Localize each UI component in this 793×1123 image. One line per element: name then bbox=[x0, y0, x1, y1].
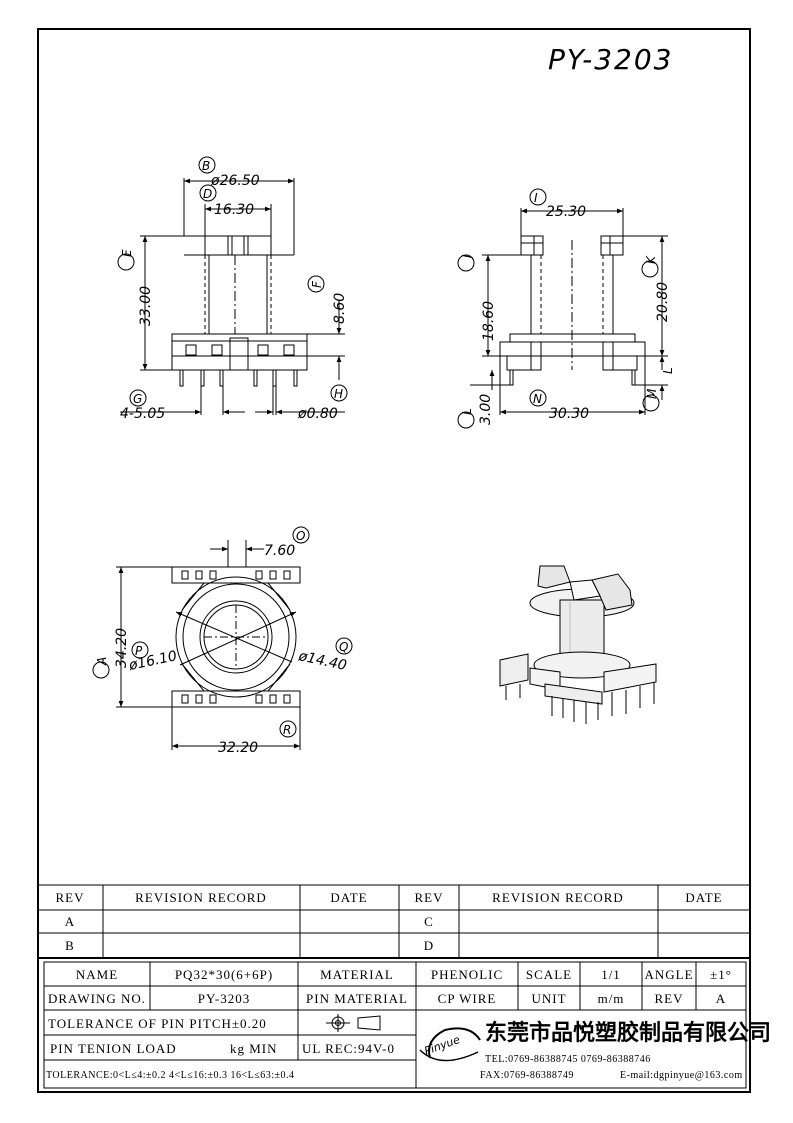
label-g: G bbox=[133, 392, 142, 406]
company-logo: Pinyue bbox=[423, 1033, 462, 1058]
rev-label: REV bbox=[655, 991, 684, 1006]
rev-b: B bbox=[65, 938, 75, 953]
title-block: NAME PQ32*30(6+6P) MATERIAL PHENOLIC SCA… bbox=[48, 967, 732, 1056]
dim-d: 16.30 bbox=[214, 202, 254, 218]
front-view bbox=[117, 156, 348, 415]
revision-table: REV REVISION RECORD DATE REV REVISION RE… bbox=[56, 890, 722, 953]
dim-e: 33.00 bbox=[138, 286, 154, 326]
pin-tension-load: PIN TENION LOAD bbox=[50, 1041, 177, 1056]
rev-header-2: REV bbox=[415, 890, 444, 905]
pin-tension-unit: kg MIN bbox=[230, 1041, 278, 1056]
label-q: Q bbox=[339, 640, 348, 654]
rev-header-1: REV bbox=[56, 890, 85, 905]
front-view-labels: B ø26.50 D 16.30 E 33.00 F 8.60 G 4-5.05… bbox=[120, 159, 348, 422]
dim-f: 8.60 bbox=[332, 293, 348, 324]
title-block-grid bbox=[38, 884, 750, 1089]
side-view-labels: I 25.30 J 18.60 K 20.80 L N 30.30 M L 3.… bbox=[460, 191, 675, 425]
tolerance-range: TOLERANCE:0<L≤4:±0.2 4<L≤16:±0.3 16<L≤63… bbox=[46, 1070, 295, 1081]
tolerance-pin-pitch: TOLERANCE OF PIN PITCH±0.20 bbox=[48, 1016, 267, 1031]
rev-a: A bbox=[65, 914, 75, 929]
label-p: P bbox=[135, 644, 143, 658]
label-m: M bbox=[645, 388, 659, 399]
unit-label: UNIT bbox=[531, 991, 566, 1006]
rev-c: C bbox=[424, 914, 434, 929]
drawing-frame bbox=[37, 28, 751, 1093]
dim-r: 32.20 bbox=[218, 740, 258, 756]
ul-rec: UL REC:94V-0 bbox=[302, 1041, 395, 1056]
label-d: D bbox=[203, 187, 212, 201]
revision-record-header-2: REVISION RECORD bbox=[492, 890, 624, 905]
dim-j: 18.60 bbox=[481, 301, 497, 341]
isometric-view bbox=[499, 565, 657, 724]
date-header-1: DATE bbox=[330, 890, 367, 905]
rev-value: A bbox=[716, 991, 726, 1006]
company-name: 东莞市品悦塑胶制品有限公司 bbox=[485, 1020, 771, 1046]
name-label: NAME bbox=[76, 967, 118, 982]
company-fax: FAX:0769-86388749 bbox=[480, 1070, 574, 1081]
bottom-view bbox=[92, 526, 353, 750]
drawing-no-value: PY-3203 bbox=[198, 991, 251, 1006]
dim-k: 20.80 bbox=[655, 282, 671, 322]
material-value: PHENOLIC bbox=[431, 967, 503, 982]
date-header-2: DATE bbox=[685, 890, 722, 905]
label-l-side: L bbox=[661, 367, 675, 374]
label-k: K bbox=[644, 255, 658, 264]
part-number: PY-3203 bbox=[548, 43, 674, 76]
label-b: B bbox=[202, 159, 210, 173]
company-tel: TEL:0769-86388745 0769-86388746 bbox=[485, 1054, 651, 1065]
dim-i: 25.30 bbox=[546, 204, 586, 220]
dim-g: 4-5.05 bbox=[120, 406, 165, 422]
bottom-view-labels: O 7.60 A 34.20 P ø16.10 Q ø14.40 R 32.20 bbox=[95, 529, 348, 756]
angle-value: ±1° bbox=[710, 967, 732, 982]
scale-label: SCALE bbox=[526, 967, 572, 982]
dim-n: 30.30 bbox=[549, 406, 589, 422]
label-l: L bbox=[460, 408, 474, 415]
unit-value: m/m bbox=[598, 991, 625, 1006]
pin-material-value: CP WIRE bbox=[438, 991, 497, 1006]
label-n: N bbox=[533, 392, 542, 406]
revision-record-header-1: REVISION RECORD bbox=[135, 890, 267, 905]
label-h: H bbox=[334, 387, 343, 401]
side-view bbox=[457, 188, 668, 429]
drawing-no-label: DRAWING NO. bbox=[48, 991, 146, 1006]
pin-material-label: PIN MATERIAL bbox=[306, 991, 408, 1006]
dim-l: 3.00 bbox=[478, 394, 494, 425]
dim-o: 7.60 bbox=[264, 543, 295, 559]
dim-a: 34.20 bbox=[114, 628, 130, 668]
label-o: O bbox=[296, 529, 305, 543]
dim-b: ø26.50 bbox=[210, 173, 260, 189]
label-a: A bbox=[95, 657, 109, 666]
scale-value: 1/1 bbox=[601, 967, 621, 982]
dim-h: ø0.80 bbox=[297, 406, 338, 422]
label-f: F bbox=[310, 280, 324, 288]
rev-d: D bbox=[424, 938, 434, 953]
company-email: E-mail:dgpinyue@163.com bbox=[620, 1070, 743, 1081]
name-value: PQ32*30(6+6P) bbox=[175, 967, 273, 982]
label-e: E bbox=[120, 249, 134, 257]
label-r: R bbox=[283, 723, 291, 737]
label-j: J bbox=[460, 254, 474, 260]
label-i: I bbox=[534, 191, 538, 205]
angle-label: ANGLE bbox=[644, 967, 693, 982]
material-label: MATERIAL bbox=[320, 967, 394, 982]
